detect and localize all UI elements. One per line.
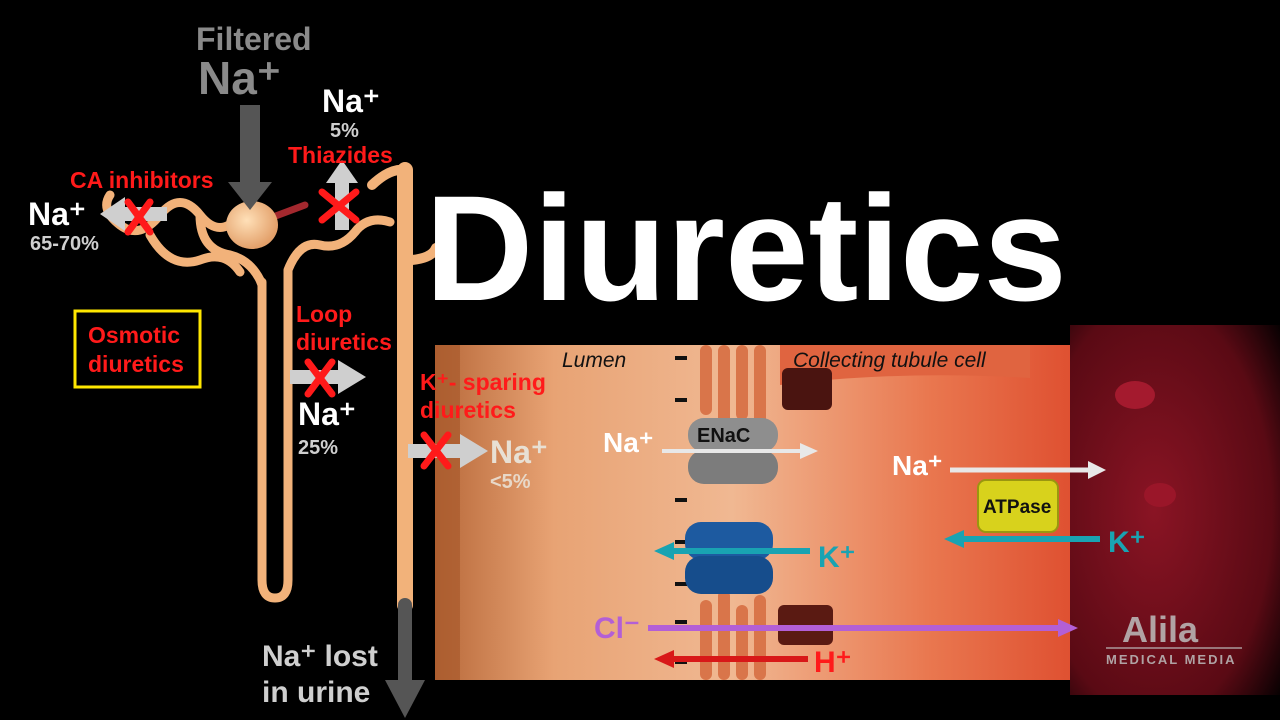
osmotic-label-line1: Osmotic	[88, 322, 180, 348]
h-label: H⁺	[814, 646, 852, 679]
urine-label-line2: in urine	[262, 676, 370, 709]
enac-channel-bottom	[688, 450, 778, 484]
lumen-label: Lumen	[562, 349, 626, 372]
thiazides-label: Thiazides	[288, 142, 393, 168]
h-arrow	[654, 650, 808, 668]
ca-block-x	[124, 198, 154, 236]
cell-membrane-top	[780, 345, 1030, 385]
k-channel-label: K⁺	[818, 541, 856, 574]
red-blood-cell	[1115, 381, 1155, 409]
proximal-tubule-loop	[145, 230, 245, 277]
osmotic-box	[73, 309, 202, 389]
na-blood-label: Na⁺	[892, 450, 943, 481]
k-sparing-na-label: Na⁺	[490, 434, 548, 470]
enac-label: ENaC	[697, 425, 750, 447]
cl-label: Cl⁻	[594, 612, 640, 645]
atpase-label: ATPase	[983, 497, 1051, 518]
cl-arrow	[648, 619, 1078, 637]
loop-of-henle	[257, 215, 395, 603]
loop-label-line1: Loop	[296, 301, 352, 327]
ca-inhibitors-label: CA inhibitors	[70, 167, 214, 193]
blood-vessel-body	[1070, 325, 1280, 695]
glomerulus	[226, 201, 278, 249]
ca-percent: 65-70%	[30, 233, 99, 255]
k-sparing-label-line2: diuretics	[420, 397, 516, 423]
connecting-tubule	[407, 243, 441, 265]
k-atpase-arrow	[944, 530, 1100, 548]
filtered-arrow	[228, 105, 272, 210]
urine-arrow	[385, 680, 425, 718]
thiazide-percent: 5%	[330, 120, 359, 142]
enac-channel-top	[688, 418, 778, 452]
block-x-marks	[124, 188, 452, 470]
osmotic-label-line2: diuretics	[88, 351, 184, 377]
logo-sub: MEDICAL MEDIA	[1106, 652, 1236, 667]
k-channel-bottom	[685, 556, 773, 594]
atpase-pump	[977, 479, 1059, 533]
nephron	[102, 162, 441, 697]
red-blood-cell	[1144, 483, 1176, 507]
k-sparing-block-x	[420, 431, 452, 470]
filtered-na-label: Na⁺	[198, 52, 281, 104]
logo-name: Alila	[1122, 609, 1199, 650]
k-sparing-percent: <5%	[490, 471, 531, 493]
collecting-duct-top	[367, 164, 410, 190]
lumen-edge	[435, 345, 460, 680]
cell-label: Collecting tubule cell	[793, 349, 987, 372]
k-sparing-label-line1: K⁺- sparing	[420, 369, 546, 395]
loop-percent: 25%	[298, 437, 338, 459]
k-channel-arrow	[654, 542, 810, 560]
thiazide-na-label: Na⁺	[322, 83, 380, 119]
tight-junction-top	[782, 368, 832, 410]
loop-label-line2: diuretics	[296, 329, 392, 355]
loop-block-x	[304, 358, 336, 398]
k-blood-label: K⁺	[1108, 526, 1146, 559]
thiazide-block-x	[318, 188, 360, 224]
urine-label-line1: Na⁺ lost	[262, 640, 378, 673]
blood-vessel	[1070, 325, 1280, 695]
loop-na-label: Na⁺	[298, 396, 356, 432]
k-channel-top	[685, 522, 773, 560]
na-enac-arrow	[662, 443, 818, 459]
ca-na-label: Na⁺	[28, 196, 86, 232]
na-atpase-arrow	[950, 461, 1106, 479]
filtered-label: Filtered	[196, 21, 312, 57]
na-lumen-label: Na⁺	[603, 427, 654, 458]
page-title: Diuretics	[425, 164, 1067, 332]
